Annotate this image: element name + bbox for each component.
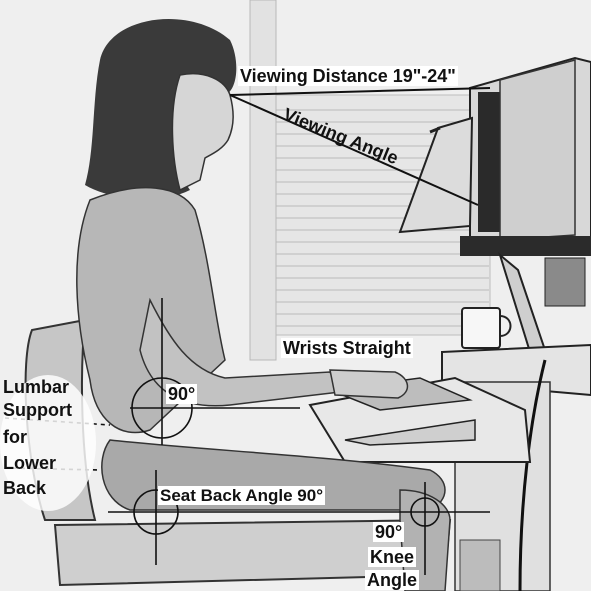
seat-back-angle-label: Seat Back Angle 90° <box>158 486 325 505</box>
wall-pillar <box>250 0 276 360</box>
wrists-straight-label: Wrists Straight <box>281 338 413 358</box>
lumbar-label-line-2: Support <box>3 400 72 420</box>
lumbar-label-line-4: Lower <box>3 453 56 473</box>
lumbar-label-line-5: Back <box>3 478 46 498</box>
knee-label-line-2: Angle <box>365 570 419 590</box>
viewing-distance-label: Viewing Distance 19"-24" <box>238 66 458 86</box>
lumbar-label-line-1: Lumbar <box>3 377 69 397</box>
hip-angle-label: 90° <box>166 384 197 404</box>
knee-label-line-1: Knee <box>368 547 416 567</box>
knee-angle-value: 90° <box>373 522 404 542</box>
lumbar-label-line-3: for <box>3 427 27 447</box>
